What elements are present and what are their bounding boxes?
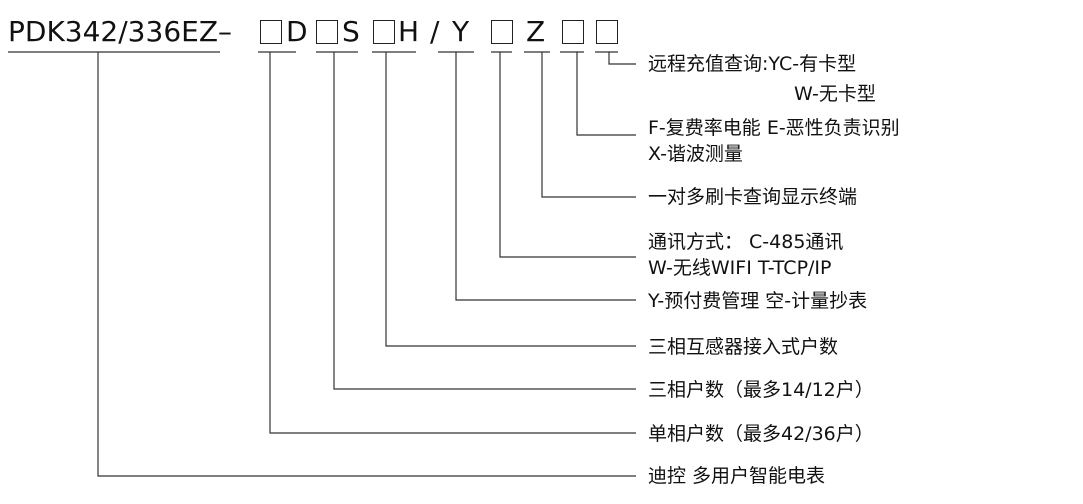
model-prefix: PDK342/336EZ [8,15,218,48]
model-slash: / [430,15,440,48]
label-function-line1: F-复费率电能 E-恶性负责识别 [648,117,900,139]
model-d: D [286,15,308,48]
label-comm-line1: 通讯方式： C-485通讯 [648,231,844,253]
query-box [596,20,618,44]
label-prepay: Y-预付费管理 空-计量抄表 [648,290,868,312]
model-h: H [398,15,420,48]
label-function-line2: X-谐波测量 [648,143,743,165]
label-product: 迪控 多用户智能电表 [648,465,826,487]
digit-box-single-phase [260,20,282,44]
model-dash: – [218,15,232,48]
comm-box [491,20,513,44]
label-three-phase: 三相户数（最多14/12户） [648,379,874,401]
label-terminal: 一对多刷卡查询显示终端 [648,186,858,208]
label-comm-line2: W-无线WIFI T-TCP/IP [648,257,832,279]
digit-box-three-ct [373,20,395,44]
label-single-phase: 单相户数（最多42/36户） [648,423,874,445]
digit-box-three-phase [316,20,338,44]
model-y: Y [452,15,470,48]
model-s: S [342,15,360,48]
model-z: Z [526,15,546,48]
label-query-line2: W-无卡型 [794,83,876,105]
label-query-line1: 远程充值查询:YC-有卡型 [648,53,857,75]
func-box [562,20,584,44]
label-three-ct: 三相互感器接入式户数 [648,336,839,358]
